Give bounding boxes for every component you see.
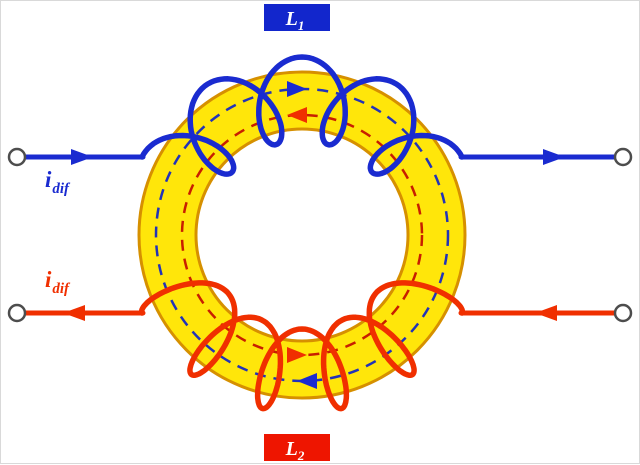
label-idif-bottom-sub: dif: [52, 281, 71, 297]
label-l2-sub: 2: [297, 448, 305, 463]
current-arrow-l1-right-icon: [543, 149, 565, 165]
label-idif-bottom: idif: [45, 267, 71, 297]
current-arrow-l2-right-icon: [535, 305, 557, 321]
winding-l2-coil: [138, 280, 466, 412]
flux-path-l2-dashed-circle: [180, 113, 424, 357]
terminal-l2-right: [613, 303, 633, 323]
label-l1-base: L: [285, 8, 298, 30]
flux-arrow-l2-bottom-icon: [287, 347, 307, 363]
label-l2-box: [264, 434, 330, 461]
label-idif-top-sub: dif: [52, 181, 71, 197]
label-idif-top-base: i: [45, 167, 52, 192]
flux-arrow-l1-bottom-icon: [297, 373, 317, 389]
label-idif-top: idif: [45, 167, 71, 197]
label-l1-sub: 1: [298, 18, 305, 33]
label-l1: L1: [264, 4, 330, 33]
current-arrow-l1-left-icon: [71, 149, 93, 165]
flux-arrow-l1-top-icon: [287, 81, 307, 97]
current-arrow-l2-left-icon: [63, 305, 85, 321]
label-l2-text: L2: [285, 438, 305, 463]
terminal-l1-right: [613, 147, 633, 167]
label-idif-bottom-base: i: [45, 267, 52, 292]
label-l2: L2: [264, 434, 330, 463]
terminal-l2-left: [7, 303, 27, 323]
toroid-core: [137, 70, 467, 400]
terminal-l1-left: [7, 147, 27, 167]
label-l1-text: L1: [285, 8, 305, 33]
flux-arrow-l2-top-icon: [287, 107, 307, 123]
label-l1-box: [264, 4, 330, 31]
core-inner-circle: [194, 127, 410, 343]
winding-l1-coil: [139, 54, 465, 177]
label-l2-base: L: [285, 438, 298, 460]
